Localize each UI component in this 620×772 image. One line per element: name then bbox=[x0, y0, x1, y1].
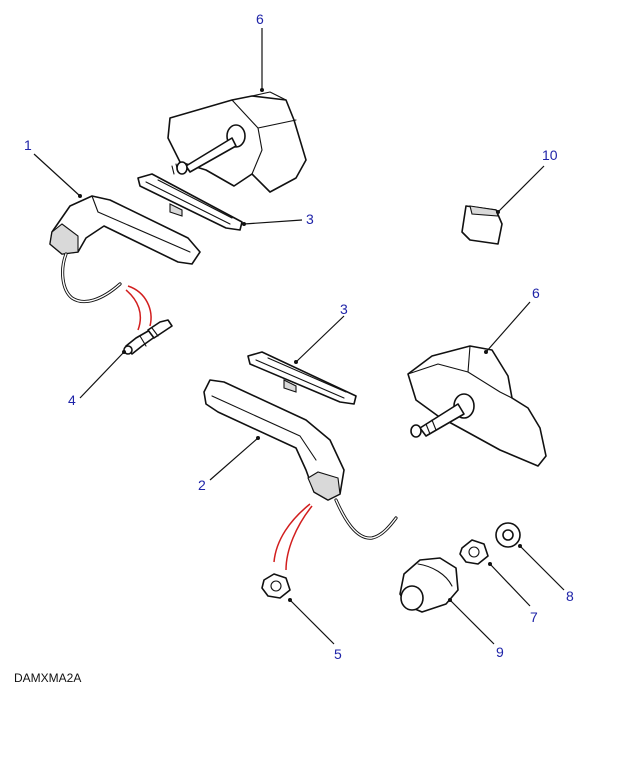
leader-7 bbox=[489, 563, 531, 607]
end-cap-10 bbox=[461, 205, 503, 245]
diagram-code: DAMXMA2A bbox=[14, 671, 82, 685]
callout-8: 8 bbox=[566, 588, 574, 604]
leader-4 bbox=[79, 351, 125, 399]
upper-mirror-body bbox=[167, 91, 307, 193]
leader-5 bbox=[289, 599, 335, 645]
leader-6-lower bbox=[485, 301, 531, 353]
leader-8 bbox=[519, 545, 565, 591]
callout-2: 2 bbox=[198, 477, 206, 493]
washer-8 bbox=[495, 522, 521, 548]
callout-6-upper: 6 bbox=[256, 11, 264, 27]
callout-9: 9 bbox=[496, 644, 504, 660]
connector-pin bbox=[123, 319, 173, 355]
leader-2 bbox=[209, 437, 259, 481]
upper-base-plate bbox=[137, 173, 243, 231]
callout-3-upper: 3 bbox=[306, 211, 314, 227]
leader-1 bbox=[33, 153, 81, 197]
callout-5: 5 bbox=[334, 646, 342, 662]
lower-base-plate bbox=[247, 351, 357, 405]
callout-10: 10 bbox=[542, 147, 558, 163]
callout-3-lower: 3 bbox=[340, 301, 348, 317]
lower-mirror-body bbox=[407, 345, 547, 467]
leader-3-upper bbox=[243, 219, 303, 225]
leader-10 bbox=[497, 165, 545, 213]
callout-7: 7 bbox=[530, 609, 538, 625]
hex-nut-7 bbox=[459, 539, 489, 565]
callout-1: 1 bbox=[24, 137, 32, 153]
connection-line-upper-b bbox=[127, 285, 152, 327]
connection-line-lower-a bbox=[273, 503, 311, 563]
hex-nut-5 bbox=[261, 573, 291, 599]
cover-cap bbox=[399, 557, 459, 613]
callout-6-lower: 6 bbox=[532, 285, 540, 301]
callout-4: 4 bbox=[68, 392, 76, 408]
upper-grab-handle bbox=[49, 195, 201, 304]
leader-9 bbox=[449, 599, 495, 645]
leader-3-lower bbox=[295, 315, 345, 363]
connection-line-lower-b bbox=[285, 505, 313, 571]
lower-grab-handle bbox=[203, 379, 398, 540]
connection-line-upper-a bbox=[125, 289, 142, 331]
